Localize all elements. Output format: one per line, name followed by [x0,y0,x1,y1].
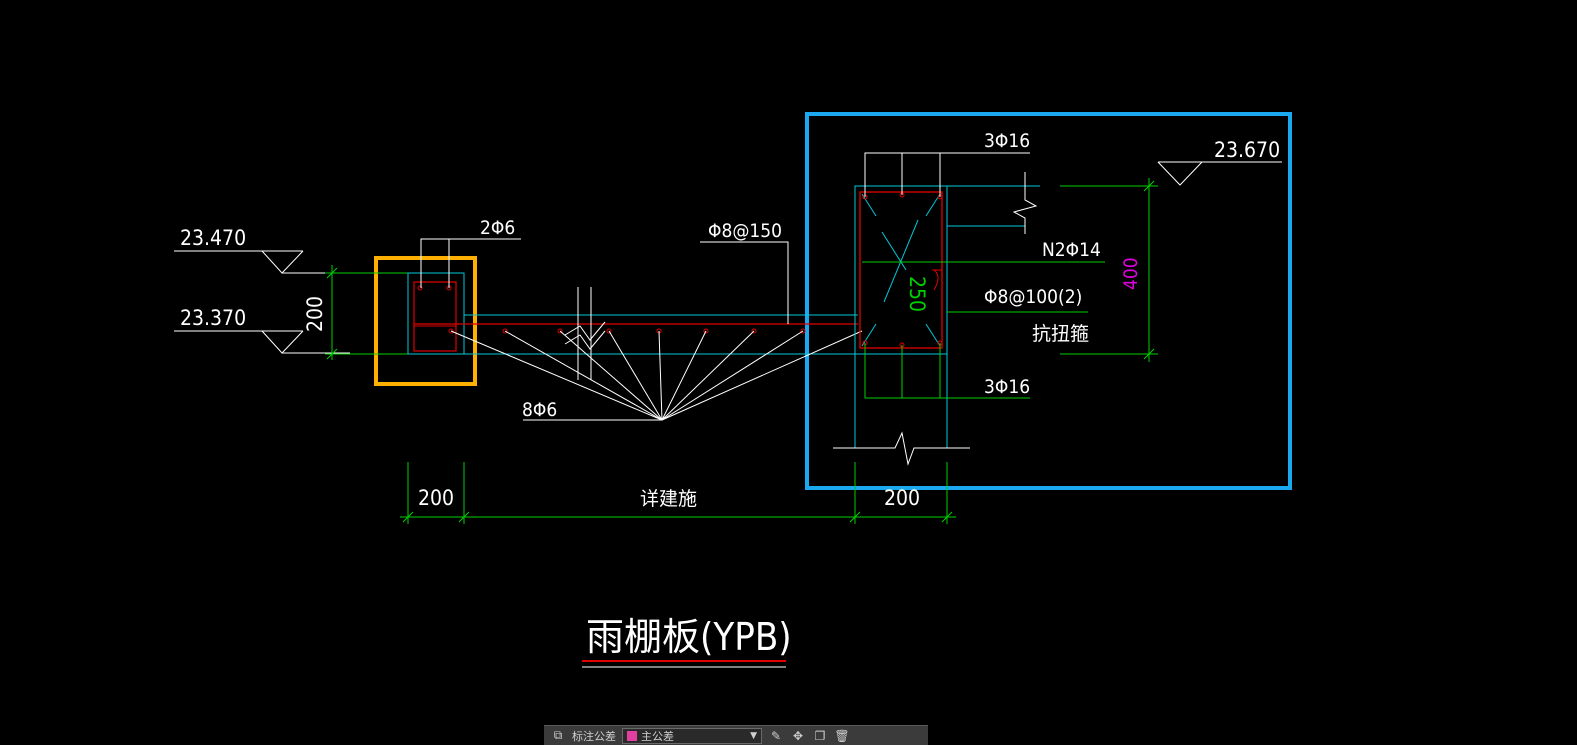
dimension-label-span: 详建施 [640,488,697,510]
dimension-label-left-beam: 200 [418,486,454,510]
elevation-mark-2: 23.370 [174,306,350,354]
copy-icon[interactable]: ❐ [814,728,826,743]
rebar-label-8phi6: 8Φ6 [522,399,557,421]
layer-dropdown-value: 主公差 [641,729,674,743]
chevron-down-icon: ▼ [750,730,757,741]
rebar-label-side: N2Φ14 [1042,239,1101,261]
dimension-beam-height: 400 [1060,178,1158,362]
rebar-label-top: 3Φ16 [984,130,1030,152]
dimension-label-right-beam: 200 [884,486,920,510]
main-beam-section: 250 [854,185,1040,448]
layer-label: 标注公差 [572,729,616,743]
dimension-chain-bottom: 200 详建施 200 [400,462,956,524]
stirrup-note: 抗扭箍 [1032,323,1089,345]
leader-8phi6: 8Φ6 [450,330,863,421]
highlight-box-right-beam [805,112,1292,490]
leader-side-bars: N2Φ14 [862,239,1105,263]
dimension-slab-thickness: 200 [303,265,408,360]
canopy-slab [414,287,858,380]
layer-dropdown[interactable]: 主公差 ▼ [622,727,762,744]
leader-phi8-150: Φ8@150 [700,220,789,324]
highlight-box-left-beam [374,256,477,386]
layer-properties-icon[interactable]: ⧉ [553,728,563,742]
elevation-label-2: 23.370 [180,306,246,330]
rebar-label-stirrup: Φ8@100(2) [984,286,1082,308]
drawing-title-block: 雨棚板(YPB) [582,615,792,668]
layer-color-swatch [627,730,637,741]
rebar-label-2phi6: 2Φ6 [480,217,515,239]
elevation-mark-3: 23.670 [1157,138,1282,186]
layer-toolbar: ⧉ 标注公差 主公差 ▼ ✎ ✥ ❐ 🗑 [544,725,928,745]
leader-bottom-bars: 3Φ16 [864,343,1030,399]
dimension-label-slab-thickness: 200 [303,296,327,332]
delete-icon[interactable]: 🗑 [834,728,850,743]
rebar-label-phi8-150: Φ8@150 [708,220,782,242]
move-icon[interactable]: ✥ [792,728,804,743]
drawing-title: 雨棚板(YPB) [586,615,792,659]
leader-stirrup: Φ8@100(2) 抗扭箍 [947,286,1089,345]
rebar-label-bottom: 3Φ16 [984,376,1030,398]
leader-top-bars: 3Φ16 [864,130,1030,197]
leader-2phi6: 2Φ6 [420,217,521,288]
elevation-mark-1: 23.470 [174,226,350,274]
left-edge-beam [407,272,465,355]
break-symbol-top [1012,172,1038,234]
dimension-label-beam-height: 400 [1120,257,1142,290]
elevation-label-3: 23.670 [1214,138,1280,162]
elevation-label-1: 23.470 [180,226,246,250]
dimension-label-inner: 250 [905,276,929,312]
edit-icon[interactable]: ✎ [770,728,782,743]
break-symbol-bottom [833,431,970,466]
